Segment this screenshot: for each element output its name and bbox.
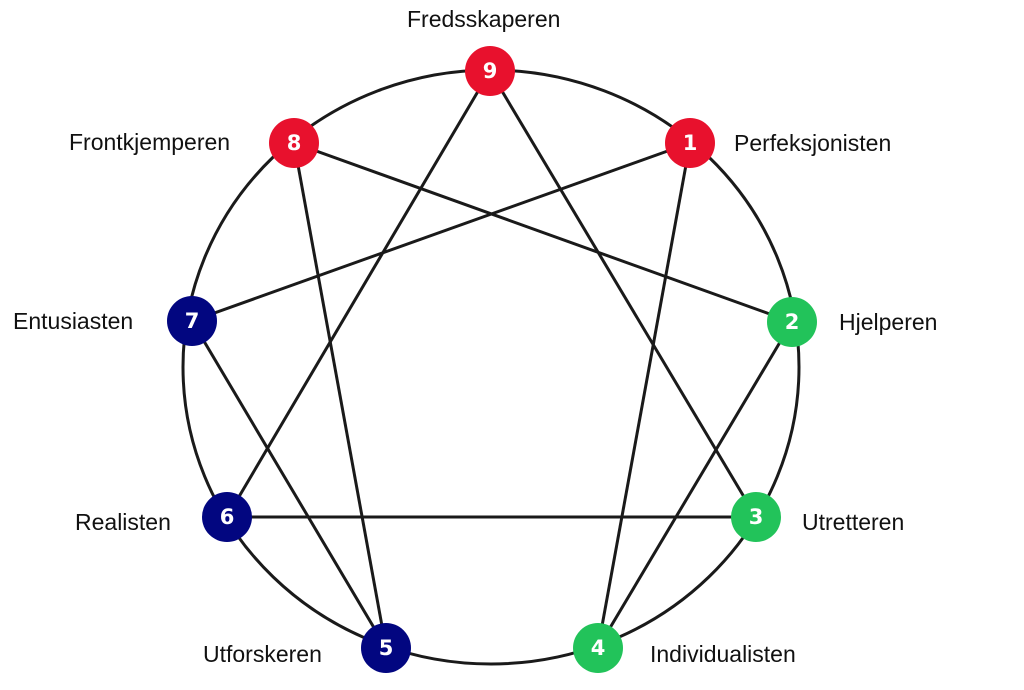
line-2-8 — [293, 141, 793, 324]
type-6-node: 6 — [202, 492, 252, 542]
type-4-label: Individualisten — [650, 641, 796, 667]
type-4-number: 4 — [590, 636, 606, 660]
type-7-number: 7 — [184, 309, 200, 333]
type-6-label: Realisten — [75, 509, 171, 535]
type-3-number: 3 — [748, 505, 764, 529]
type-1-node: 1 — [665, 118, 715, 168]
type-5-number: 5 — [378, 636, 394, 660]
type-9-label: Fredsskaperen — [407, 6, 561, 32]
line-9-3 — [488, 70, 758, 518]
type-4-node: 4 — [573, 623, 623, 673]
type-1-label: Perfeksjonisten — [734, 130, 892, 156]
type-8-number: 8 — [286, 131, 302, 155]
line-5-7 — [190, 320, 388, 649]
type-3-label: Utretteren — [802, 509, 905, 535]
line-7-1 — [191, 141, 691, 323]
type-5-label: Utforskeren — [203, 641, 322, 667]
type-9-number: 9 — [482, 59, 498, 83]
type-7-node: 7 — [167, 296, 217, 346]
line-6-9 — [225, 70, 492, 518]
line-1-4 — [596, 142, 692, 649]
type-5-node: 5 — [361, 623, 411, 673]
type-3-node: 3 — [731, 492, 781, 542]
type-8-node: 8 — [269, 118, 319, 168]
type-6-number: 6 — [219, 505, 235, 529]
line-4-2 — [596, 321, 794, 649]
type-1-number: 1 — [682, 131, 698, 155]
type-2-number: 2 — [784, 310, 800, 334]
line-8-5 — [292, 142, 388, 649]
type-2-node: 2 — [767, 297, 817, 347]
type-2-label: Hjelperen — [839, 309, 938, 335]
type-8-label: Frontkjemperen — [69, 129, 231, 155]
type-9-node: 9 — [465, 46, 515, 96]
type-7-label: Entusiasten — [13, 308, 134, 334]
